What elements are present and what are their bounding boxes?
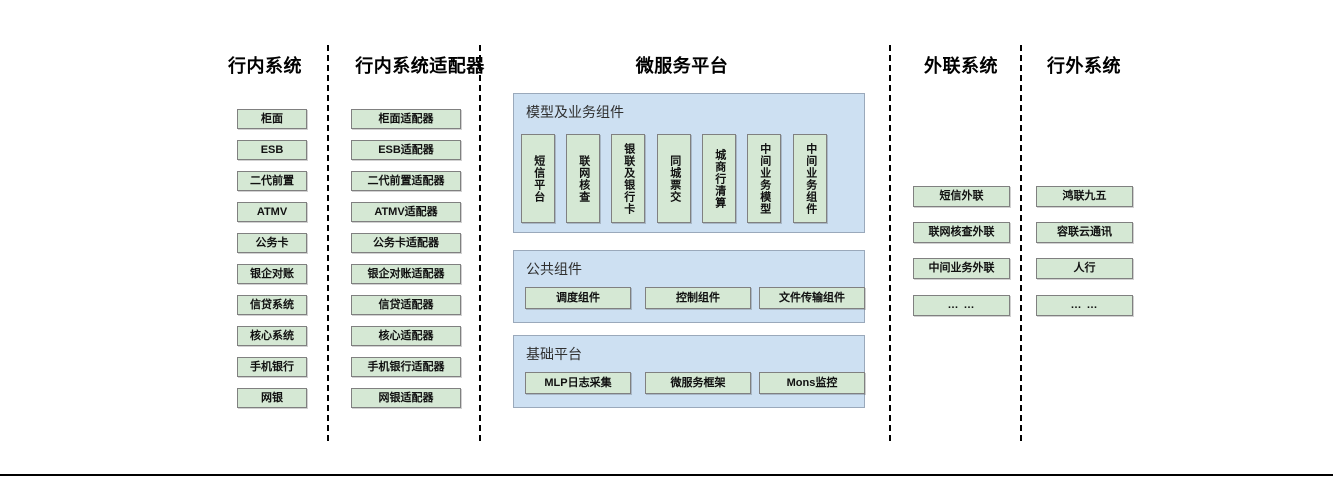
node-adapter-5[interactable]: 银企对账适配器 [351, 264, 461, 284]
node-adapter-6[interactable]: 信贷适配器 [351, 295, 461, 315]
node-platform-model-6-label: 中间业务组件 [804, 142, 817, 215]
column-title-inhouse: 行内系统 [228, 56, 302, 76]
node-inhouse-1[interactable]: ESB [237, 140, 307, 160]
node-platform-model-4[interactable]: 城商行清算 [702, 134, 736, 223]
node-external-3[interactable]: … … [913, 295, 1010, 316]
bottom-rule [0, 474, 1333, 476]
node-platform-model-0-label: 短信平台 [532, 154, 545, 203]
node-platform-model-2-label: 银联及银行卡 [622, 142, 635, 215]
node-inhouse-0[interactable]: 柜面 [237, 109, 307, 129]
node-platform-public-1[interactable]: 控制组件 [645, 287, 751, 309]
node-adapter-0[interactable]: 柜面适配器 [351, 109, 461, 129]
node-inhouse-4[interactable]: 公务卡 [237, 233, 307, 253]
divider-adapters-platform [479, 45, 481, 441]
column-title-platform: 微服务平台 [635, 56, 729, 76]
group-label-model-business-components: 模型及业务组件 [526, 104, 624, 120]
node-inhouse-6[interactable]: 信贷系统 [237, 295, 307, 315]
node-platform-model-3[interactable]: 同城票交 [657, 134, 691, 223]
node-adapter-3[interactable]: ATMV适配器 [351, 202, 461, 222]
divider-external-offbank [1020, 45, 1022, 441]
node-external-0[interactable]: 短信外联 [913, 186, 1010, 207]
divider-platform-external [889, 45, 891, 441]
node-adapter-9[interactable]: 网银适配器 [351, 388, 461, 408]
node-adapter-4[interactable]: 公务卡适配器 [351, 233, 461, 253]
node-platform-public-0[interactable]: 调度组件 [525, 287, 631, 309]
node-platform-model-5[interactable]: 中间业务模型 [747, 134, 781, 223]
node-platform-model-1-label: 联网核查 [577, 154, 590, 203]
group-label-public-components: 公共组件 [526, 261, 582, 277]
node-adapter-1[interactable]: ESB适配器 [351, 140, 461, 160]
column-title-external-link: 外联系统 [924, 56, 998, 76]
column-title-offbank: 行外系统 [1047, 56, 1121, 76]
node-inhouse-2[interactable]: 二代前置 [237, 171, 307, 191]
group-base-platform: 基础平台 [513, 335, 865, 408]
group-label-base-platform: 基础平台 [526, 346, 582, 362]
column-title-adapters: 行内系统适配器 [355, 56, 485, 76]
node-offbank-0[interactable]: 鸿联九五 [1036, 186, 1133, 207]
node-adapter-8[interactable]: 手机银行适配器 [351, 357, 461, 377]
node-adapter-2[interactable]: 二代前置适配器 [351, 171, 461, 191]
node-inhouse-9[interactable]: 网银 [237, 388, 307, 408]
node-platform-model-0[interactable]: 短信平台 [521, 134, 555, 223]
node-platform-model-3-label: 同城票交 [668, 154, 681, 203]
node-platform-model-6[interactable]: 中间业务组件 [793, 134, 827, 223]
node-platform-base-0[interactable]: MLP日志采集 [525, 372, 631, 394]
node-platform-model-5-label: 中间业务模型 [758, 142, 771, 215]
node-external-1[interactable]: 联网核查外联 [913, 222, 1010, 243]
node-inhouse-7[interactable]: 核心系统 [237, 326, 307, 346]
node-platform-base-1[interactable]: 微服务框架 [645, 372, 751, 394]
node-platform-public-2[interactable]: 文件传输组件 [759, 287, 865, 309]
node-offbank-1[interactable]: 容联云通讯 [1036, 222, 1133, 243]
node-inhouse-8[interactable]: 手机银行 [237, 357, 307, 377]
node-offbank-3[interactable]: … … [1036, 295, 1133, 316]
group-public-components: 公共组件 [513, 250, 865, 323]
node-inhouse-3[interactable]: ATMV [237, 202, 307, 222]
divider-inhouse-adapters [327, 45, 329, 441]
node-platform-model-1[interactable]: 联网核查 [566, 134, 600, 223]
node-adapter-7[interactable]: 核心适配器 [351, 326, 461, 346]
node-platform-base-2[interactable]: Mons监控 [759, 372, 865, 394]
node-offbank-2[interactable]: 人行 [1036, 258, 1133, 279]
node-external-2[interactable]: 中间业务外联 [913, 258, 1010, 279]
node-platform-model-4-label: 城商行清算 [713, 148, 726, 209]
node-inhouse-5[interactable]: 银企对账 [237, 264, 307, 284]
node-platform-model-2[interactable]: 银联及银行卡 [611, 134, 645, 223]
